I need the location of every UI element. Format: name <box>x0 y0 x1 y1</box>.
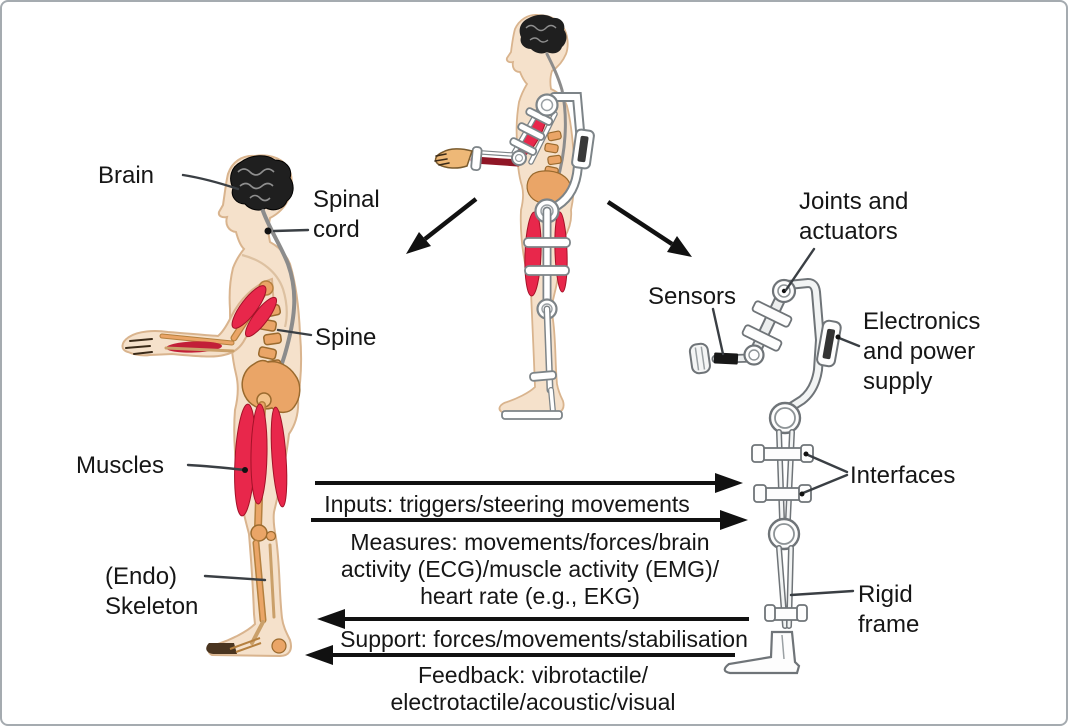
flow-line: Measures: movements/forces/brain <box>350 529 710 555</box>
spinal-cord-line <box>261 209 297 380</box>
flow-line: electrotactile/acoustic/visual <box>390 689 676 715</box>
label-joints-actuators: Joints and actuators <box>799 188 909 245</box>
leader-lines <box>181 173 861 597</box>
flow-line: Support: forces/movements/stabilisation <box>340 626 748 652</box>
divergence-arrows <box>406 197 692 257</box>
arrowhead <box>406 232 431 254</box>
brain-shape <box>230 155 294 211</box>
sensors-leader <box>711 307 725 356</box>
sensor-block <box>713 352 739 365</box>
label-interfaces: Interfaces <box>850 462 956 489</box>
endo-skeleton-leader <box>203 574 267 582</box>
label-spinal-cord: Spinal cord <box>313 186 380 243</box>
foot-plate <box>723 630 801 675</box>
worn-exoskeleton <box>434 92 595 420</box>
flow-text-feedback: Feedback: vibrotactile/ electrotactile/a… <box>323 662 743 716</box>
arm-bones-muscles <box>125 280 277 355</box>
electronics-box <box>816 319 842 368</box>
shin-strap <box>764 604 808 622</box>
muscles-leader <box>186 463 247 472</box>
flow-line: Inputs: triggers/steering movements <box>324 491 690 517</box>
joints-leader <box>784 247 816 292</box>
label-electronics-power: Electronics and power supply <box>863 308 981 395</box>
spine-leader <box>276 328 313 337</box>
label-sensors: Sensors <box>648 283 737 310</box>
shoulder-inner-line <box>241 253 288 328</box>
flow-text-inputs: Inputs: triggers/steering movements <box>297 491 717 518</box>
flow-text-measures: Measures: movements/forces/brain activit… <box>320 529 740 610</box>
label-endo-skeleton: (Endo) Skeleton <box>105 563 199 620</box>
flow-line: Feedback: vibrotactile/ <box>417 662 649 688</box>
thigh-frame <box>776 429 795 522</box>
brain-texture <box>525 24 557 43</box>
foot-bones <box>206 637 287 654</box>
label-brain: Brain <box>98 162 155 189</box>
rigid-frame-leader <box>789 589 855 597</box>
electronics-pack <box>571 128 595 170</box>
thigh-straps <box>751 444 814 503</box>
sensor-barrel <box>688 342 711 375</box>
spinal-cord-leader <box>272 228 310 233</box>
left-human-figure <box>121 154 303 658</box>
flow-text-support: Support: forces/movements/stabilisation <box>334 626 754 653</box>
brain-texture <box>237 168 275 202</box>
label-rigid-frame: Rigid frame <box>858 581 920 638</box>
interfaces-leader-upper <box>806 453 849 474</box>
arm-crossbar <box>751 300 793 328</box>
interfaces-leader-lower <box>801 473 849 495</box>
brain-shape <box>519 14 567 54</box>
flow-line: activity (ECG)/muscle activity (EMG)/ <box>340 556 720 582</box>
center-human-exoskeleton-figure <box>434 14 595 420</box>
flow-arrows <box>305 473 749 665</box>
label-spine: Spine <box>315 324 377 351</box>
arm-crossbar <box>741 324 783 352</box>
electronics-leader <box>837 336 861 348</box>
thigh-muscles <box>234 403 288 517</box>
flow-line: heart rate (e.g., EKG) <box>420 583 640 609</box>
arrowhead <box>667 236 692 257</box>
label-muscles: Muscles <box>76 452 165 479</box>
right-exoskeleton-figure <box>688 277 842 675</box>
brain-leader <box>181 173 240 191</box>
